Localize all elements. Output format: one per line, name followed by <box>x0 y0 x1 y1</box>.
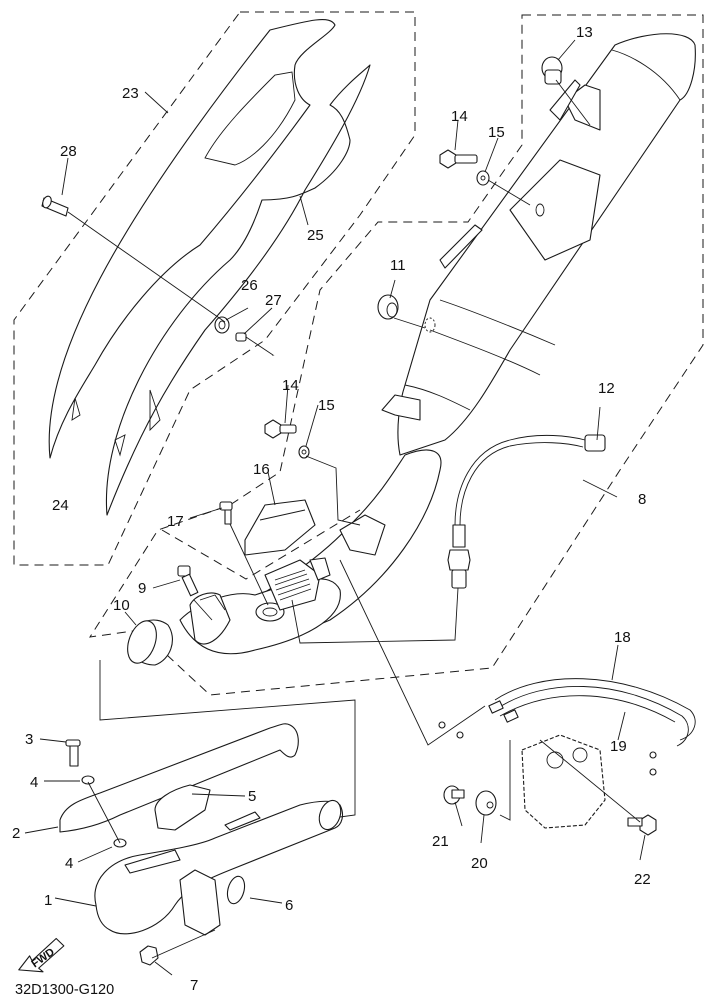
callout-11[interactable]: 11 <box>390 257 406 274</box>
forward-direction-arrow: FWD <box>18 937 65 973</box>
assembly-boundary-16 <box>161 509 361 580</box>
callout-23[interactable]: 23 <box>122 85 139 102</box>
silencer-cover-outer <box>48 19 336 459</box>
callout-27[interactable]: 27 <box>265 292 282 309</box>
protector-washer-upper <box>81 775 95 785</box>
callout-14-upper[interactable]: 14 <box>451 108 468 125</box>
callout-18[interactable]: 18 <box>614 629 631 646</box>
silencer-bolt-lower <box>264 419 297 439</box>
servo-damper <box>475 790 497 816</box>
leader-lines <box>24 39 646 976</box>
assembly-boundary-23 <box>13 11 416 566</box>
callout-19[interactable]: 19 <box>610 738 627 755</box>
callout-24[interactable]: 24 <box>52 497 69 514</box>
callout-3[interactable]: 3 <box>25 731 33 748</box>
callout-9[interactable]: 9 <box>138 580 146 597</box>
callout-20[interactable]: 20 <box>471 855 488 872</box>
callout-14-lower[interactable]: 14 <box>282 377 299 394</box>
clamp-bolt <box>177 565 199 597</box>
silencer-washer-upper <box>476 170 490 186</box>
silencer-bolt-upper <box>439 149 478 169</box>
callout-28[interactable]: 28 <box>60 143 77 160</box>
callout-10[interactable]: 10 <box>113 597 130 614</box>
assembly-boundary-8 <box>88 14 704 696</box>
callout-2[interactable]: 2 <box>12 825 20 842</box>
servo-collar <box>443 785 465 805</box>
callout-17[interactable]: 17 <box>167 513 184 530</box>
silencer-body <box>381 33 696 456</box>
mid-pipe <box>179 449 442 655</box>
callouts: 1 2 3 4 4 5 6 7 8 9 10 11 12 13 14 14 15… <box>12 24 651 994</box>
silencer-cover-inner <box>105 64 371 516</box>
callout-4-lower[interactable]: 4 <box>65 855 73 872</box>
callout-22[interactable]: 22 <box>634 871 651 888</box>
joint-gasket <box>127 619 173 666</box>
silencer-damper <box>377 294 399 320</box>
callout-8[interactable]: 8 <box>638 491 646 508</box>
callout-13[interactable]: 13 <box>576 24 593 41</box>
flange-nut <box>139 945 159 966</box>
exup-servo-motor <box>521 734 606 829</box>
exhaust-pipe <box>94 799 344 936</box>
exhaust-pipe-protector <box>59 723 299 833</box>
callout-16[interactable]: 16 <box>253 461 270 478</box>
protector-bolt <box>65 739 81 767</box>
cover-damper <box>214 316 230 334</box>
cover-collar <box>235 332 247 342</box>
servo-bolt <box>627 814 657 836</box>
callout-6[interactable]: 6 <box>285 897 293 914</box>
callout-15-upper[interactable]: 15 <box>488 124 505 141</box>
callout-26[interactable]: 26 <box>241 277 258 294</box>
exhaust-gasket <box>226 875 246 905</box>
silencer-washer-lower <box>298 445 310 459</box>
cover-screw <box>41 195 69 217</box>
grommet <box>541 56 563 85</box>
callout-5[interactable]: 5 <box>248 788 256 805</box>
callout-1[interactable]: 1 <box>44 892 52 909</box>
oxygen-sensor <box>447 434 606 589</box>
exup-cables <box>438 678 696 776</box>
cover-bolt <box>219 501 233 525</box>
callout-15-lower[interactable]: 15 <box>318 397 335 414</box>
exup-cover <box>244 499 316 556</box>
callout-25[interactable]: 25 <box>307 227 324 244</box>
callout-7[interactable]: 7 <box>190 977 198 994</box>
callout-21[interactable]: 21 <box>432 833 449 850</box>
callout-4-upper[interactable]: 4 <box>30 774 38 791</box>
drawing-code: 32D1300-G120 <box>15 982 114 998</box>
callout-12[interactable]: 12 <box>598 380 615 397</box>
